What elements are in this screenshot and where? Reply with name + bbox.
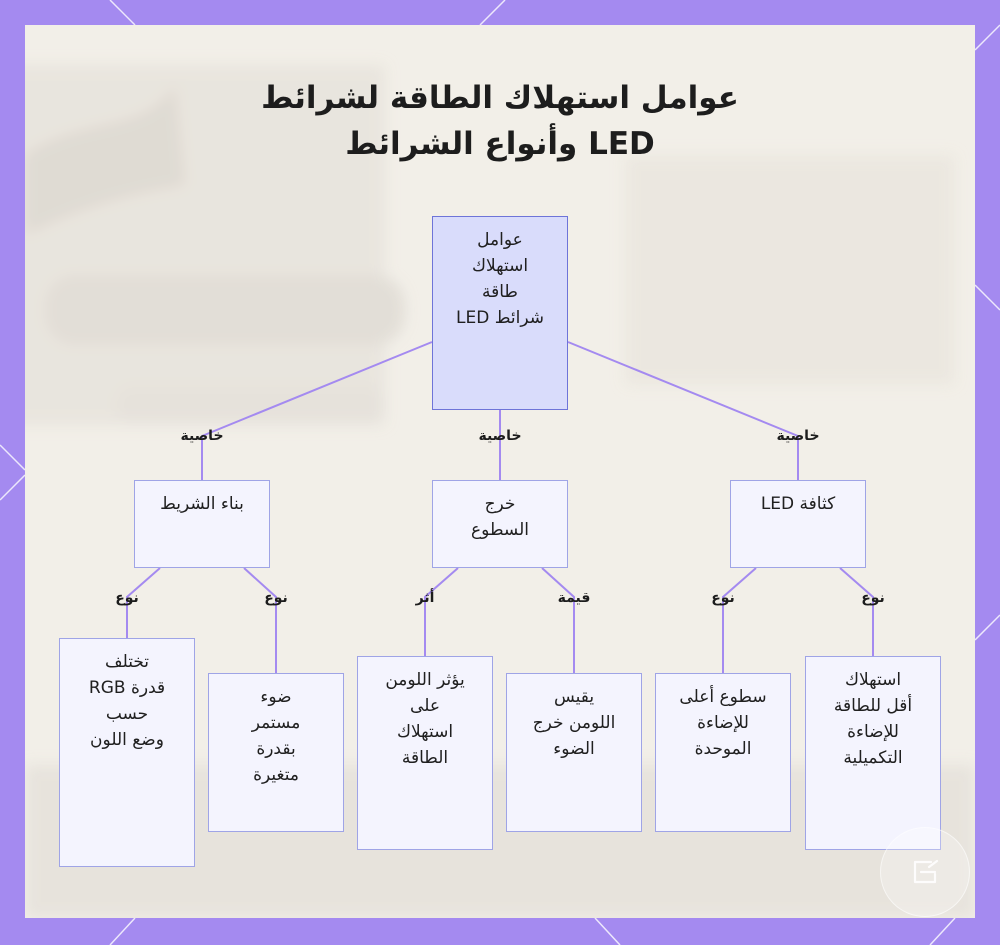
edge-label-leaf-6: نوع bbox=[115, 590, 139, 606]
node-leaf-higher-brightness-label: سطوع أعلى للإضاءة الموحدة bbox=[679, 684, 766, 762]
edge-density-to-leaf-1 bbox=[840, 568, 873, 656]
node-brightness-output-label: خرج السطوع bbox=[471, 491, 529, 543]
node-leaf-continuous-light: ضوء مستمر بقدرة متغيرة bbox=[208, 673, 344, 832]
node-strip-construction-label: بناء الشريط bbox=[160, 491, 244, 517]
node-leaf-lumen-effect-label: يؤثر اللومن على استهلاك الطاقة bbox=[385, 667, 464, 771]
edge-label-construction: خاصية bbox=[180, 428, 223, 444]
node-leaf-continuous-light-label: ضوء مستمر بقدرة متغيرة bbox=[252, 684, 301, 788]
edge-label-output: خاصية bbox=[478, 428, 521, 444]
edge-output-to-leaf-3 bbox=[542, 568, 574, 673]
node-brightness-output: خرج السطوع bbox=[432, 480, 568, 568]
node-leaf-rgb-power-label: تختلف قدرة RGB حسب وضع اللون bbox=[89, 649, 165, 753]
node-leaf-lumen-effect: يؤثر اللومن على استهلاك الطاقة bbox=[357, 656, 493, 850]
node-led-density: كثافة LED bbox=[730, 480, 866, 568]
edge-label-leaf-1: نوع bbox=[861, 590, 885, 606]
node-leaf-lumen-measure-label: يقيس اللومن خرج الضوء bbox=[533, 684, 616, 762]
watermark-badge bbox=[880, 827, 970, 917]
edge-label-leaf-3: قيمة bbox=[558, 590, 591, 606]
edge-label-leaf-4: أثر bbox=[416, 590, 435, 606]
edge-density-to-leaf-2 bbox=[723, 568, 756, 673]
node-leaf-low-consumption: استهلاك أقل للطاقة للإضاءة التكميلية bbox=[805, 656, 941, 850]
edit-icon bbox=[905, 852, 945, 892]
node-root-label: عوامل استهلاك طاقة شرائط LED bbox=[456, 227, 544, 331]
edge-construction-to-leaf-5 bbox=[244, 568, 276, 673]
edge-label-density: خاصية bbox=[776, 428, 819, 444]
node-root: عوامل استهلاك طاقة شرائط LED bbox=[432, 216, 568, 410]
node-leaf-lumen-measure: يقيس اللومن خرج الضوء bbox=[506, 673, 642, 832]
edge-root-to-brightness-density bbox=[568, 342, 798, 480]
edge-label-leaf-5: نوع bbox=[264, 590, 288, 606]
node-leaf-low-consumption-label: استهلاك أقل للطاقة للإضاءة التكميلية bbox=[834, 667, 912, 771]
edge-output-to-leaf-4 bbox=[425, 568, 458, 656]
node-led-density-label: كثافة LED bbox=[761, 491, 835, 517]
edge-root-to-strip-construction bbox=[202, 342, 432, 480]
node-leaf-rgb-power: تختلف قدرة RGB حسب وضع اللون bbox=[59, 638, 195, 867]
edge-label-leaf-2: نوع bbox=[711, 590, 735, 606]
node-strip-construction: بناء الشريط bbox=[134, 480, 270, 568]
node-leaf-higher-brightness: سطوع أعلى للإضاءة الموحدة bbox=[655, 673, 791, 832]
